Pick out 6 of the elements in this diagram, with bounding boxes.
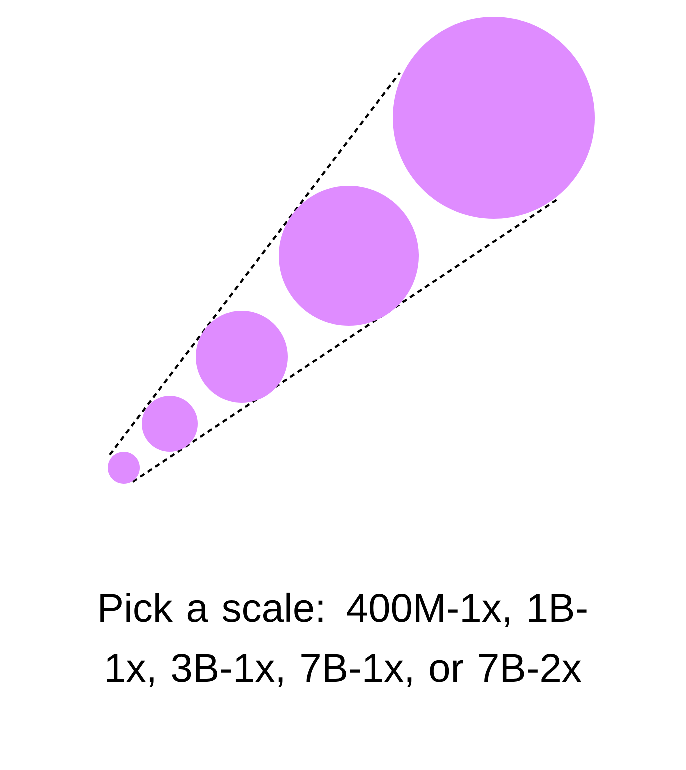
scale-circle: [279, 186, 419, 326]
scale-circle: [393, 17, 595, 219]
scale-circle: [196, 311, 288, 403]
caption: Pick a scale: 400M-1x, 1B-1x, 3B-1x, 7B-1x, or 7B-2x: [100, 592, 587, 688]
scale-circle: [108, 452, 140, 484]
scale-circle: [142, 396, 198, 452]
